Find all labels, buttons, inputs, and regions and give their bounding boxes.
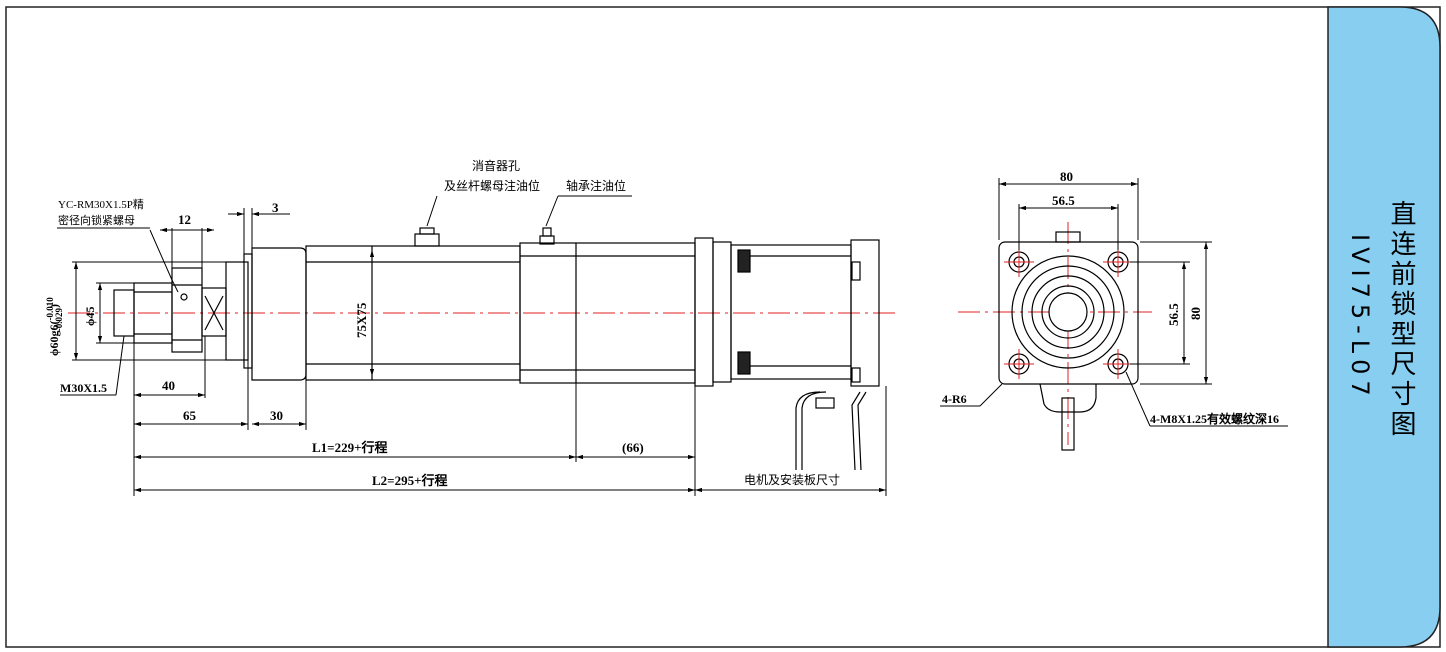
bore-outer (1011, 255, 1125, 369)
dim-66: (66) (622, 440, 644, 455)
label-motor-dims: 电机及安装板尺寸 (744, 472, 840, 487)
dim-3: 3 (272, 200, 279, 215)
dim-80-side: 80 (1188, 307, 1203, 320)
label-thread-holes: 4-M8X1.25有效螺纹深16 (1150, 411, 1279, 426)
silencer-port (414, 233, 440, 247)
side-labels: 12 3 ϕ60g6(-0.010-0.029) ϕ45 M30X1.5 40 … (45, 158, 840, 488)
dim-80-top: 80 (1060, 169, 1073, 184)
label-silencer-2: 及丝杆螺母注油位 (444, 178, 540, 193)
end-view (958, 222, 1152, 451)
dim-565-top: 56.5 (1052, 193, 1075, 208)
motor-plate (694, 237, 714, 387)
dim-l2: L2=295+行程 (372, 473, 448, 488)
sidebar-model: IVI75-L07 (1346, 234, 1374, 402)
dim-565-side: 56.5 (1166, 303, 1181, 326)
label-silencer-1: 消音器孔 (472, 158, 520, 173)
end-centermarks (1004, 247, 1133, 379)
label-lock-nut-1: YC-RM30X1.5P精 (58, 198, 144, 211)
dim-m30: M30X1.5 (60, 381, 107, 395)
sidebar-title: 直连前锁型尺寸图 (1386, 200, 1416, 440)
side-view (68, 227, 900, 471)
dim-l1: L1=229+行程 (312, 440, 388, 455)
end-labels: 80 56.5 56.5 80 4-R6 4-M8X1.25有效螺纹深16 (942, 169, 1279, 426)
dim-dia45: ϕ45 (83, 307, 97, 327)
label-corner-radius: 4-R6 (942, 392, 967, 406)
dim-dia60: ϕ60g6(-0.010-0.029) (45, 297, 64, 356)
label-lock-nut-2: 密径向锁紧螺母 (58, 213, 135, 227)
dim-65: 65 (183, 408, 197, 423)
end-dimensions (940, 178, 1288, 427)
title-tab (1327, 6, 1441, 648)
dim-75x75: 75X75 (354, 302, 369, 338)
dim-12: 12 (178, 212, 191, 227)
motor-cable (795, 391, 821, 470)
front-cap (225, 261, 249, 361)
side-dimensions (57, 195, 887, 496)
dim-30: 30 (270, 408, 283, 423)
front-flange (251, 247, 307, 381)
label-bearing-oil: 轴承注油位 (566, 178, 626, 193)
dim-40: 40 (162, 378, 175, 393)
